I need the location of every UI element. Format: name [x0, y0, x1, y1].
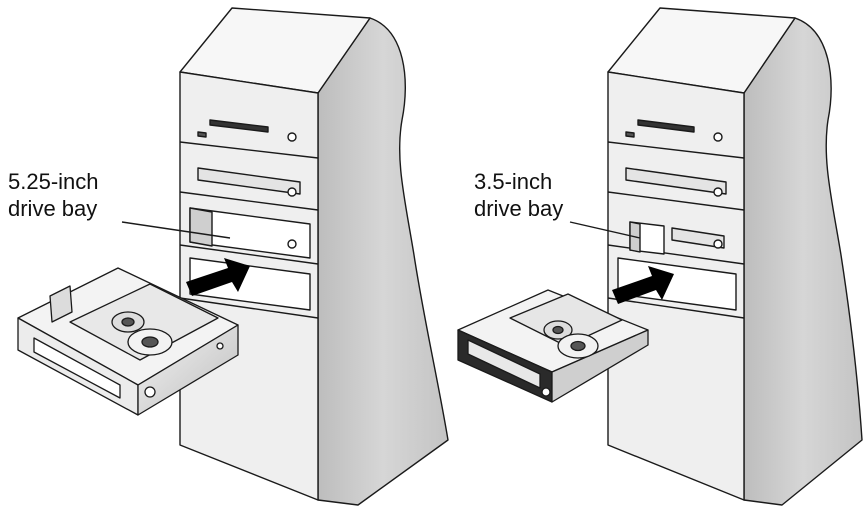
right-tower-side-panel: [743, 17, 863, 506]
left-insert-arrow: [186, 258, 250, 296]
left-tower-side-panel: [317, 17, 449, 506]
right-cd-tray: [625, 167, 727, 195]
left-floppy-button: [287, 132, 297, 142]
callout-left-line2: drive bay: [8, 196, 98, 221]
left-tape-drive: [17, 267, 239, 416]
right-tape-drive: [457, 289, 649, 403]
left-floppy-slot: [209, 119, 269, 133]
right-computer-tower: [607, 7, 863, 506]
right-leader-line: [569, 221, 641, 239]
left-drive-bezel-slot: [33, 337, 121, 399]
callout-right-line2: drive bay: [474, 196, 564, 221]
right-insert-arrow: [612, 266, 674, 304]
left-cd-tray: [197, 167, 301, 195]
right-floppy-button: [713, 132, 723, 142]
left-computer-tower: [179, 7, 449, 506]
right-cd-button: [713, 187, 723, 197]
left-cd-button: [287, 187, 297, 197]
callout-left-line1: 5.25-inch: [8, 169, 99, 194]
right-drive-bezel-slot: [467, 339, 541, 389]
callout-3-5-inch-drive-bay: 3.5-inch drive bay: [474, 168, 563, 222]
callout-5-25-inch-drive-bay: 5.25-inch drive bay: [8, 168, 99, 222]
callout-right-line1: 3.5-inch: [474, 169, 553, 194]
left-leader-line: [121, 221, 231, 239]
right-floppy-slot: [637, 119, 695, 133]
